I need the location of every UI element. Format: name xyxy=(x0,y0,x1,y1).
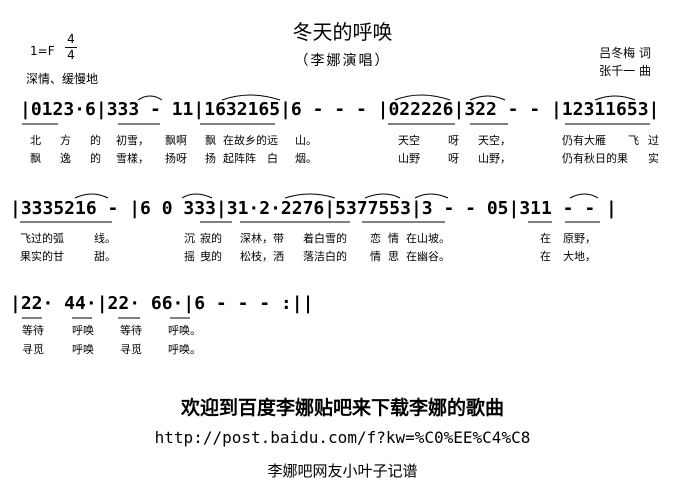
lyricist-credit: 吕冬梅 词 xyxy=(599,46,651,60)
score-row-2-notes: |3335216 - |6 0 333|31·2·2276|5377553|3 … xyxy=(10,198,617,219)
transcriber-credit: 李娜吧网友小叶子记谱 xyxy=(267,462,418,480)
time-signature-top: 4 xyxy=(67,32,75,46)
tieba-url-link[interactable]: http://post.baidu.com/f?kw=%C0%EE%C4%C8 xyxy=(154,428,531,447)
time-signature: 4 4 xyxy=(64,32,78,63)
singer-line: （李娜演唱） xyxy=(294,53,391,69)
download-banner: 欢迎到百度李娜贴吧来下载李娜的歌曲 xyxy=(180,397,504,419)
score-row-3-notes: |22· 44·|22· 66·|6 - - - :|| xyxy=(10,293,314,314)
song-title: 冬天的呼唤 xyxy=(292,20,393,44)
score-row-1-notes: |0123·6|333 - 11|1632165|6 - - - |022226… xyxy=(20,99,660,120)
tempo-marking: 深情、缓慢地 xyxy=(26,72,99,86)
time-signature-bottom: 4 xyxy=(67,48,75,62)
key-signature: 1=F xyxy=(30,44,55,58)
composer-credit: 张千一 曲 xyxy=(599,64,651,78)
